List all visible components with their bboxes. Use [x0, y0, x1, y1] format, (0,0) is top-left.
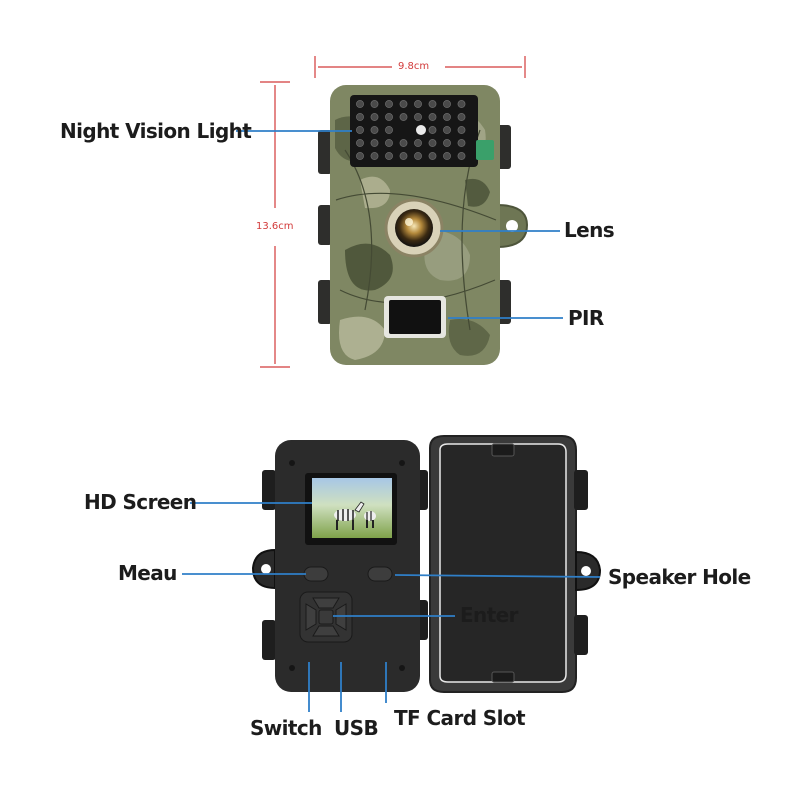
ir-led [356, 152, 364, 160]
lens-glass [395, 209, 433, 247]
enter-label: Enter [460, 603, 518, 627]
ir-led [370, 126, 379, 134]
d-pad-left[interactable] [305, 603, 317, 631]
front-left-latch-bottom [318, 280, 332, 324]
speaker-hole-label: Speaker Hole [608, 565, 751, 589]
front-camera [318, 85, 529, 365]
ir-led [414, 152, 422, 160]
ir-led [385, 126, 393, 134]
front-right-latch-top [497, 125, 511, 169]
ir-led [443, 152, 451, 160]
photosensor [416, 125, 426, 135]
ir-led [370, 152, 379, 160]
ir-led-panel [350, 95, 478, 167]
ir-led [370, 113, 379, 121]
ir-led-grid [356, 100, 466, 160]
front-left-latch-top [318, 130, 332, 174]
ir-led [443, 126, 451, 134]
width-dimension [314, 56, 526, 78]
ir-led [399, 152, 408, 160]
enter-button[interactable] [318, 609, 334, 625]
ir-led [428, 152, 437, 160]
ir-led [414, 113, 422, 121]
switch-label: Switch [250, 716, 322, 740]
ir-led [385, 152, 393, 160]
d-pad-down[interactable] [312, 625, 340, 637]
height-dimension-label: 13.6cm [256, 221, 294, 232]
ir-led [356, 113, 364, 121]
menu-label: Meau [118, 561, 177, 585]
usb-label: USB [334, 716, 379, 740]
menu-button[interactable] [303, 566, 329, 582]
speaker-leader [394, 574, 601, 578]
ir-led [443, 139, 451, 147]
ir-led [370, 139, 379, 147]
ir-led [356, 100, 364, 108]
back-camera-left [251, 440, 428, 692]
ir-led [385, 139, 393, 147]
back-leader-lines [182, 502, 601, 712]
ir-led [428, 126, 437, 134]
ir-led [399, 139, 408, 147]
tf-card-slot-label: TF Card Slot [394, 706, 526, 730]
ir-led [457, 100, 466, 108]
screen-zebras [334, 501, 376, 530]
ir-led [428, 100, 437, 108]
hd-screen-label: HD Screen [84, 490, 197, 514]
back-camera-lid [429, 435, 602, 693]
ir-led [428, 139, 437, 147]
pir-label: PIR [568, 306, 604, 330]
ir-led [443, 100, 451, 108]
ir-led [443, 113, 451, 121]
d-pad-right[interactable] [335, 603, 347, 631]
width-dimension-label: 9.8cm [398, 61, 430, 72]
lens-label: Lens [564, 218, 615, 242]
d-pad[interactable] [299, 591, 353, 643]
height-dimension [260, 81, 290, 368]
strap-hole [506, 220, 518, 232]
ir-led [428, 113, 437, 121]
ir-led [356, 126, 364, 134]
front-right-latch-bottom [497, 280, 511, 324]
ir-led [385, 100, 393, 108]
light-sensor [476, 140, 494, 160]
speaker-grille [367, 566, 393, 582]
ir-led [457, 126, 466, 134]
ir-led [457, 139, 466, 147]
night-vision-light-label: Night Vision Light [60, 119, 252, 143]
front-left-latch-mid [318, 205, 332, 245]
ir-led [356, 139, 364, 147]
ir-led [457, 152, 466, 160]
d-pad-up[interactable] [312, 597, 340, 609]
ir-led [370, 100, 379, 108]
front-leader-lines [236, 130, 563, 319]
ir-led [399, 100, 408, 108]
lens-glint [405, 218, 413, 226]
ir-led [414, 100, 422, 108]
pir-sensor [389, 300, 441, 334]
ir-led [414, 139, 422, 147]
ir-led [385, 113, 393, 121]
ir-led [457, 113, 466, 121]
ir-led [399, 113, 408, 121]
